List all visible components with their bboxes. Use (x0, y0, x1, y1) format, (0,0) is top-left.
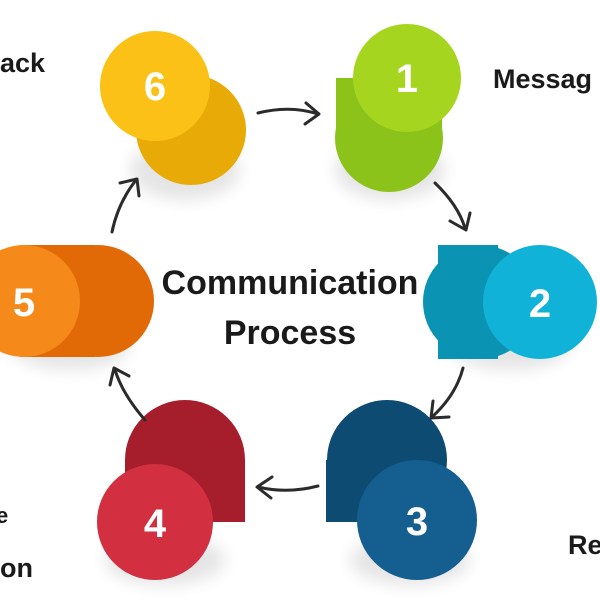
arrow-2-to-3 (429, 366, 465, 420)
arrow-1-to-2 (433, 181, 472, 232)
arrow-5-to-6 (110, 177, 141, 234)
step-3-cylinder: 3 (326, 400, 477, 580)
step-2-number: 2 (529, 282, 551, 326)
label-receiver: Re (568, 530, 600, 560)
step-4-cylinder: 4 (97, 400, 245, 580)
step-3-number: 3 (406, 500, 428, 544)
arrow-6-to-1 (256, 101, 321, 126)
diagram-title: Communication Process (140, 258, 440, 358)
step-1-number: 1 (396, 57, 418, 101)
arrow-4-to-5 (108, 366, 147, 422)
shadows (10, 140, 570, 585)
step-5-cylinder: 5 (0, 245, 154, 357)
label-step4-partial-top: e (0, 503, 9, 528)
cycle-arrows (108, 101, 472, 500)
label-message: Messag (493, 64, 593, 94)
arrow-3-to-4 (255, 475, 320, 500)
title-line-2: Process (223, 314, 357, 352)
step-5-number: 5 (13, 281, 35, 325)
step-2-cylinder: 2 (423, 245, 597, 359)
step-1-cylinder: 1 (335, 24, 461, 192)
label-feedback: ack (0, 48, 46, 78)
step-6-cylinder: 6 (100, 31, 246, 185)
title-line-1: Communication (161, 264, 419, 302)
step-6-number: 6 (144, 65, 166, 109)
label-step4-partial: on (0, 553, 33, 583)
step-4-number: 4 (144, 502, 167, 546)
